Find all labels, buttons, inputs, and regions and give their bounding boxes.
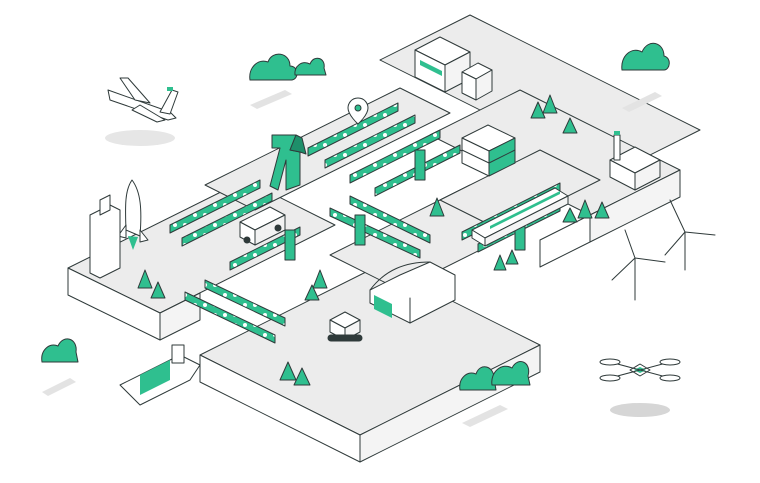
bridge-1 [169,179,273,247]
wind-turbine-icon [611,229,666,301]
cargo-ship-icon [119,344,201,406]
shop-icon [414,36,493,101]
bridge-pillar [354,214,366,246]
delivery-robot-icon [327,311,363,342]
pine-tree-icon [429,197,445,217]
rocket-icon [117,179,149,250]
pine-tree-icon [493,249,519,271]
map-pin-icon [347,97,369,125]
cloud-icon [249,53,327,109]
clouds [41,42,670,427]
platform-side-right-front [539,214,591,268]
bridge-4 [184,279,286,344]
pine-tree-icon [530,94,578,134]
platform-top-upper [204,87,451,211]
bridge-pillar [284,229,296,261]
factory-icon [609,131,661,191]
trees [137,94,610,386]
train-icon [471,187,569,247]
airplane-icon [105,77,179,146]
wind-turbine-icon [664,199,716,271]
shipping-containers-icon [461,124,516,177]
warehouse-icon [369,261,456,324]
drone-icon [599,358,681,417]
cloud-icon [621,42,670,112]
pine-tree-icon [304,269,328,301]
bridge-2 [307,102,461,197]
pine-tree-icon [279,361,311,386]
cloud-icon [41,338,79,396]
cloud-icon [459,361,531,427]
bridge-pillar [414,149,426,181]
truck-icon [239,206,286,246]
bridge-3 [229,195,431,271]
pine-tree-icon [137,269,166,299]
pine-tree-icon [562,199,610,223]
launch-tower [89,194,121,279]
stylized-7b-logo-icon [269,134,307,191]
